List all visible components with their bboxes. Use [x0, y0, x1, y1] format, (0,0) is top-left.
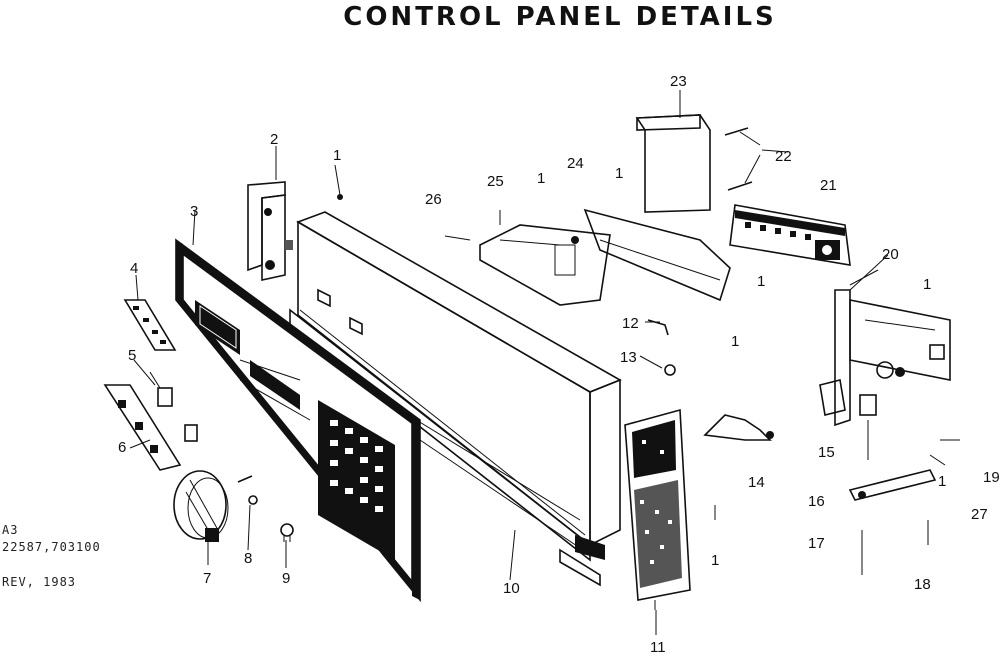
callout-18: 18 [914, 576, 931, 593]
lower-hardware [848, 439, 960, 575]
display-board [624, 408, 691, 610]
callout-1: 1 [615, 165, 623, 182]
switch-strip [103, 384, 198, 471]
callout-12: 12 [622, 315, 639, 332]
callout-23: 23 [670, 73, 687, 90]
leader-lines [129, 90, 889, 635]
callout-2: 2 [270, 131, 278, 148]
clip-hardware [237, 475, 294, 542]
callout-5: 5 [128, 347, 136, 364]
panel-housing [289, 211, 622, 587]
small-parts [647, 319, 774, 520]
terminal-block [729, 204, 851, 266]
diagram-title: CONTROL PANEL DETAILS [343, 2, 777, 32]
callout-10: 10 [503, 580, 520, 597]
callout-8: 8 [244, 550, 252, 567]
rear-mounting-panel [334, 164, 731, 306]
callout-4: 4 [130, 260, 138, 277]
callout-11: 11 [650, 639, 666, 656]
button-strip [123, 299, 177, 351]
callout-1: 1 [711, 552, 719, 569]
callout-1: 1 [757, 273, 765, 290]
control-panel-bezel [175, 238, 421, 603]
rear-cover [635, 114, 711, 213]
screws [724, 127, 761, 191]
callout-14: 14 [748, 474, 765, 491]
callout-19: 19 [983, 469, 1000, 486]
small-switch [149, 371, 173, 407]
callout-15: 15 [818, 444, 835, 461]
model-code-line-1: A3 [2, 523, 19, 537]
revision-date: REV, 1983 [2, 575, 77, 589]
callout-21: 21 [820, 177, 837, 194]
callout-13: 13 [620, 349, 637, 366]
callout-20: 20 [882, 246, 899, 263]
callout-26: 26 [425, 191, 442, 208]
control-knob [173, 470, 229, 542]
callout-1: 1 [333, 147, 341, 164]
callout-labels: 2 3 4 5 6 7 8 9 10 11 12 13 14 15 16 17 … [118, 73, 1000, 656]
callout-9: 9 [282, 570, 290, 587]
callout-27: 27 [971, 506, 988, 523]
callout-7: 7 [203, 570, 211, 587]
callout-1: 1 [537, 170, 545, 187]
callout-16: 16 [808, 493, 825, 510]
callout-24: 24 [567, 155, 584, 172]
callout-22: 22 [775, 148, 792, 165]
callout-17: 17 [808, 535, 825, 552]
callout-6: 6 [118, 439, 126, 456]
left-bracket [247, 181, 293, 281]
callout-25: 25 [487, 173, 504, 190]
right-bracket [819, 289, 951, 460]
model-code-line-2: 22587,703100 [2, 540, 101, 554]
callout-3: 3 [190, 203, 198, 220]
callout-1: 1 [938, 473, 946, 490]
callout-1: 1 [731, 333, 739, 350]
callout-1: 1 [923, 276, 931, 293]
